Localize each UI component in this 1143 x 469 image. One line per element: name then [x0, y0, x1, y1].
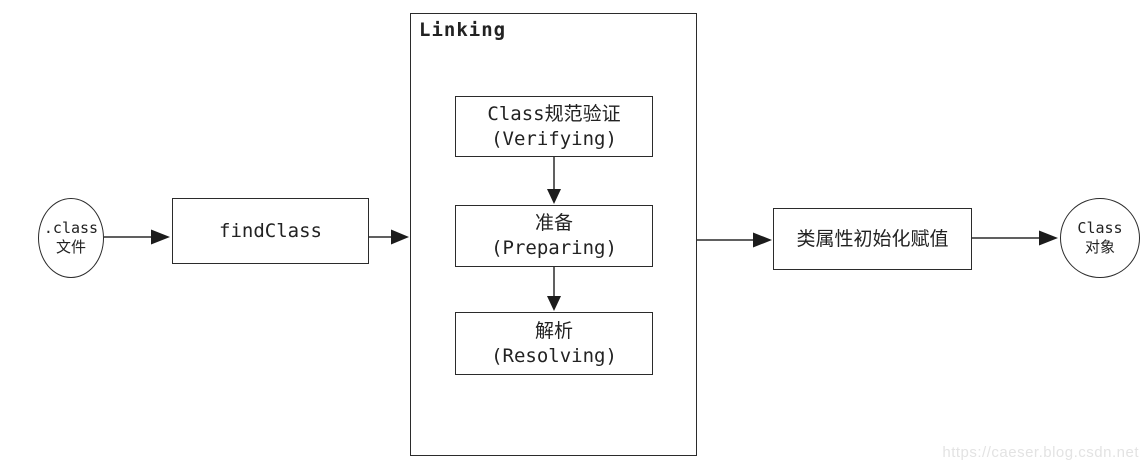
node-resolving-line1: 解析	[534, 319, 573, 342]
node-preparing-line1: 准备	[534, 212, 573, 234]
arrow-init-to-classobject	[972, 230, 1058, 246]
node-verifying-line2: (Verifying)	[491, 127, 617, 150]
watermark-text: https://caeser.blog.csdn.net	[942, 444, 1139, 461]
linking-group-title: Linking	[419, 19, 507, 41]
node-findclass-label: findClass	[219, 219, 322, 242]
node-class-object-line2: 对象	[1084, 238, 1115, 256]
arrow-linking-to-init	[697, 232, 772, 248]
node-class-file-line2: 文件	[55, 238, 86, 256]
linking-group: Linking	[410, 13, 697, 456]
node-init-assignment: 类属性初始化赋值	[773, 208, 972, 270]
node-verifying: Class规范验证 (Verifying)	[455, 96, 653, 157]
node-preparing-line2: (Preparing)	[491, 237, 617, 259]
node-class-file: .class 文件	[38, 198, 104, 278]
node-class-file-line1: .class	[43, 219, 99, 237]
node-resolving-line2: (Resolving)	[491, 344, 617, 367]
node-resolving: 解析 (Resolving)	[455, 312, 653, 375]
node-findclass: findClass	[172, 198, 369, 264]
arrow-findclass-to-linking	[369, 229, 409, 245]
arrow-classfile-to-findclass	[104, 229, 170, 245]
node-init-assignment-label: 类属性初始化赋值	[796, 227, 949, 250]
node-verifying-line1: Class规范验证	[487, 102, 621, 125]
node-class-object-line1: Class	[1077, 219, 1123, 237]
node-class-object: Class 对象	[1060, 198, 1140, 278]
node-preparing: 准备 (Preparing)	[455, 205, 653, 267]
